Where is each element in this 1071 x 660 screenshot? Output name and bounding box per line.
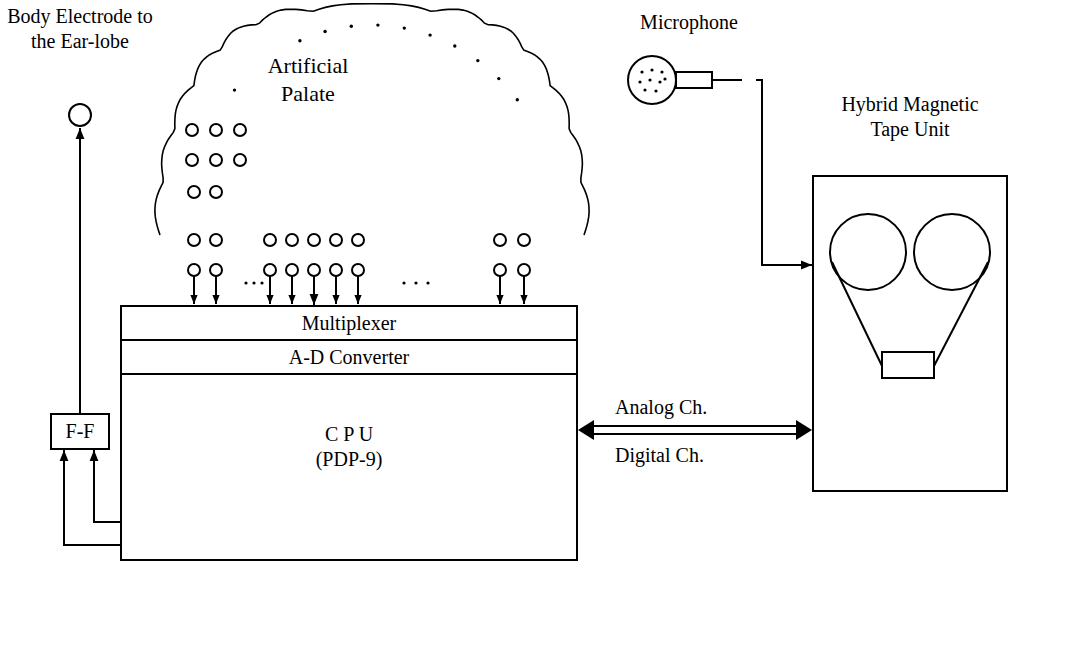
ellipsis-dots <box>244 281 429 284</box>
electrode-circle <box>67 102 93 128</box>
microphone-symbol <box>628 56 742 104</box>
connector <box>94 450 120 522</box>
tape-unit-housing <box>812 175 1008 492</box>
node-label: Microphone <box>622 10 756 35</box>
multiplexer-band: Multiplexer <box>120 305 578 341</box>
node-label: Artificial Palate <box>250 52 366 107</box>
node-label: A-D Converter <box>289 345 410 370</box>
node-label: F-F <box>66 419 95 444</box>
channel-label: Analog Ch. <box>612 396 710 419</box>
connector <box>80 128 81 413</box>
connector <box>578 420 812 440</box>
converter-band: A-D Converter <box>120 339 578 375</box>
node-label: C P U (PDP-9) <box>304 422 394 472</box>
connector <box>756 80 812 265</box>
node-label: Multiplexer <box>302 311 396 336</box>
artificial-palate: Artificial Palate <box>150 0 605 280</box>
palate-outline <box>155 4 589 235</box>
electrode-array <box>186 124 530 276</box>
connector <box>64 450 120 545</box>
microphone: Microphone <box>622 10 756 106</box>
electrode-wires <box>194 276 524 304</box>
connector <box>314 280 315 305</box>
electrode-circle <box>69 104 91 126</box>
tape-reels <box>830 214 990 378</box>
cpu-box: C P U (PDP-9) <box>120 373 578 561</box>
node-label: Hybrid Magnetic Tape Unit <box>830 92 990 142</box>
palate-outline <box>150 0 605 280</box>
tape-unit: Hybrid Magnetic Tape Unit <box>812 92 1008 492</box>
body-electrode: Body Electrode to the Ear-lobe <box>0 4 160 128</box>
node-label: Body Electrode to the Ear-lobe <box>0 4 160 54</box>
flip-flop-box: F-F <box>50 413 110 450</box>
channel-label: Digital Ch. <box>612 444 707 467</box>
